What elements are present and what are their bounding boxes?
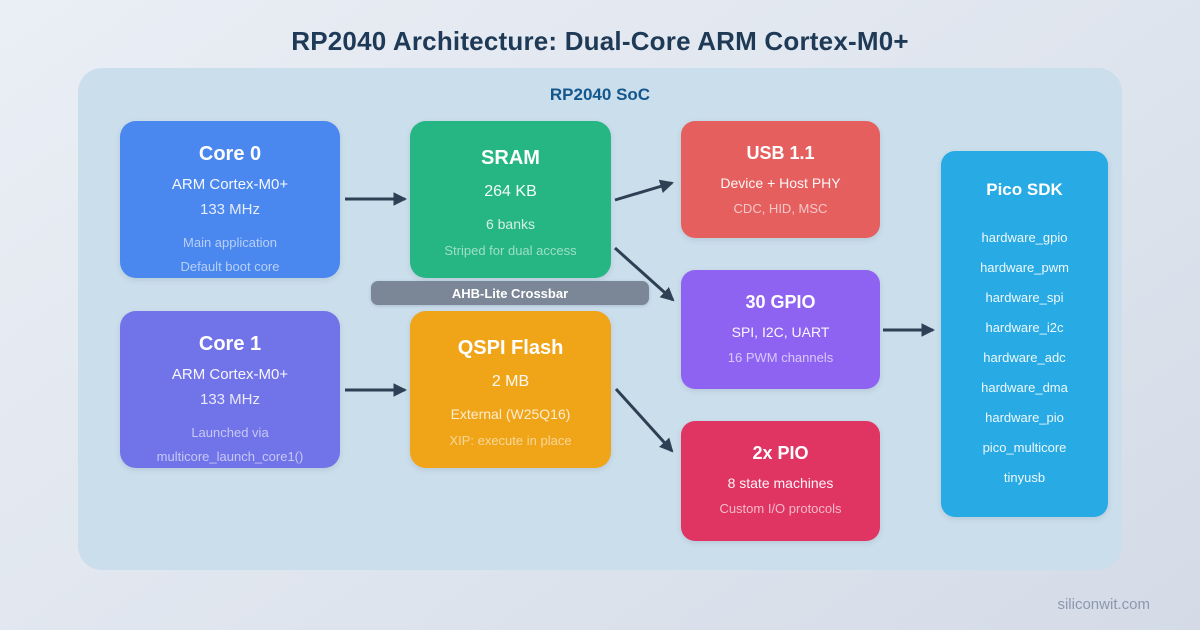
sdk-lib: hardware_pwm <box>980 260 1069 275</box>
crossbar-bar: AHB-Lite Crossbar <box>371 281 649 305</box>
qspi-line2: External (W25Q16) <box>450 406 571 422</box>
sdk-lib: hardware_spi <box>985 290 1064 305</box>
block-usb: USB 1.1 Device + Host PHY CDC, HID, MSC <box>681 121 880 238</box>
sdk-lib: hardware_pio <box>985 410 1064 425</box>
core1-note1: Launched via <box>191 425 269 440</box>
sram-line2: 6 banks <box>485 216 536 232</box>
core0-line1: ARM Cortex-M0+ <box>171 176 289 193</box>
sdk-lib: hardware_i2c <box>985 320 1064 335</box>
block-core0: Core 0 ARM Cortex-M0+ 133 MHz Main appli… <box>120 121 340 278</box>
soc-label: RP2040 SoC <box>549 85 651 104</box>
usb-line1: Device + Host PHY <box>720 175 841 191</box>
block-pio: 2x PIO 8 state machines Custom I/O proto… <box>681 421 880 541</box>
page-title: RP2040 Architecture: Dual-Core ARM Corte… <box>291 26 909 56</box>
sdk-lib: hardware_gpio <box>981 230 1068 245</box>
gpio-note1: 16 PWM channels <box>727 350 834 365</box>
sram-title: SRAM <box>481 147 540 169</box>
footer-watermark: siliconwit.com <box>1057 596 1150 613</box>
sram-line1: 264 KB <box>484 183 537 200</box>
gpio-line1: SPI, I2C, UART <box>731 324 830 340</box>
block-pico-sdk: Pico SDK hardware_gpio hardware_pwm hard… <box>941 151 1108 517</box>
pio-note1: Custom I/O protocols <box>719 501 842 516</box>
sdk-lib: tinyusb <box>1003 470 1046 485</box>
core0-note1: Main application <box>183 235 277 250</box>
qspi-note1: XIP: execute in place <box>449 433 572 448</box>
block-core1: Core 1 ARM Cortex-M0+ 133 MHz Launched v… <box>120 311 340 468</box>
crossbar-label: AHB-Lite Crossbar <box>451 285 569 301</box>
sdk-lib: pico_multicore <box>982 440 1067 455</box>
core1-title: Core 1 <box>198 333 262 355</box>
core0-line2: 133 MHz <box>199 201 261 218</box>
sdk-title: Pico SDK <box>986 180 1063 199</box>
core1-line1: ARM Cortex-M0+ <box>171 366 289 383</box>
block-sram: SRAM 264 KB 6 banks Striped for dual acc… <box>410 121 611 278</box>
usb-title: USB 1.1 <box>746 143 815 163</box>
core1-line2: 133 MHz <box>199 391 261 408</box>
sdk-lib: hardware_dma <box>981 380 1068 395</box>
block-qspi-flash: QSPI Flash 2 MB External (W25Q16) XIP: e… <box>410 311 611 468</box>
pio-line1: 8 state machines <box>727 475 834 491</box>
gpio-title: 30 GPIO <box>745 292 816 312</box>
sdk-lib: hardware_adc <box>983 350 1066 365</box>
qspi-line1: 2 MB <box>491 373 530 390</box>
sram-note1: Striped for dual access <box>444 243 577 258</box>
block-gpio: 30 GPIO SPI, I2C, UART 16 PWM channels <box>681 270 880 389</box>
qspi-title: QSPI Flash <box>457 337 564 359</box>
core0-title: Core 0 <box>198 143 262 165</box>
pio-title: 2x PIO <box>752 443 809 463</box>
core1-note2: multicore_launch_core1() <box>156 449 304 464</box>
usb-note1: CDC, HID, MSC <box>733 201 828 216</box>
core0-note2: Default boot core <box>180 259 280 274</box>
